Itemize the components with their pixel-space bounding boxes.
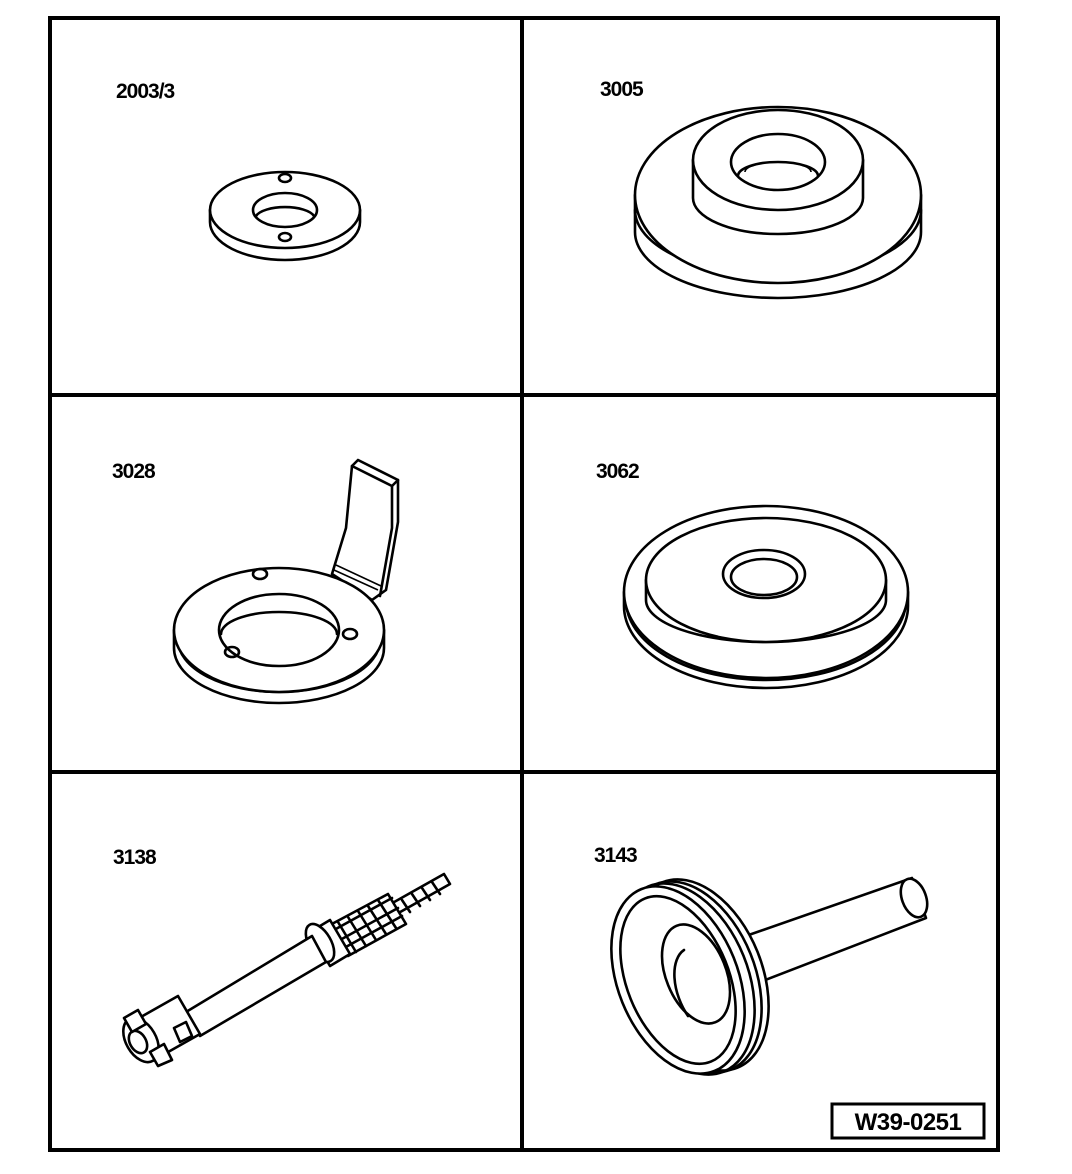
tool-label: 3028 [112, 460, 156, 483]
tool-label: 3005 [600, 78, 644, 101]
tool-cell-3143: 3143 [594, 844, 929, 1076]
ring-with-handle-icon [172, 458, 400, 705]
driver-cup-with-shaft-icon [610, 876, 929, 1076]
tool-label: 3062 [596, 460, 639, 483]
reference-box: W39-0251 [830, 1102, 986, 1140]
grid-frame [48, 16, 1000, 1152]
tool-cell-3028: 3028 [112, 458, 400, 705]
reference-number: W39-0251 [855, 1109, 962, 1136]
tool-label: 2003/3 [116, 80, 175, 103]
tool-cell-3005: 3005 [600, 78, 923, 300]
thin-ring-disc-icon [208, 170, 362, 262]
threaded-rod-puller-icon [122, 872, 452, 1068]
tool-cell-3062: 3062 [596, 460, 910, 690]
flat-stepped-disc-icon [622, 504, 910, 690]
tool-cell-2003-3: 2003/3 [116, 80, 362, 262]
tool-label: 3138 [113, 846, 157, 869]
tool-label: 3143 [594, 844, 637, 867]
stepped-thrust-plate-icon [633, 105, 923, 300]
tool-cell-3138: 3138 [113, 846, 452, 1068]
